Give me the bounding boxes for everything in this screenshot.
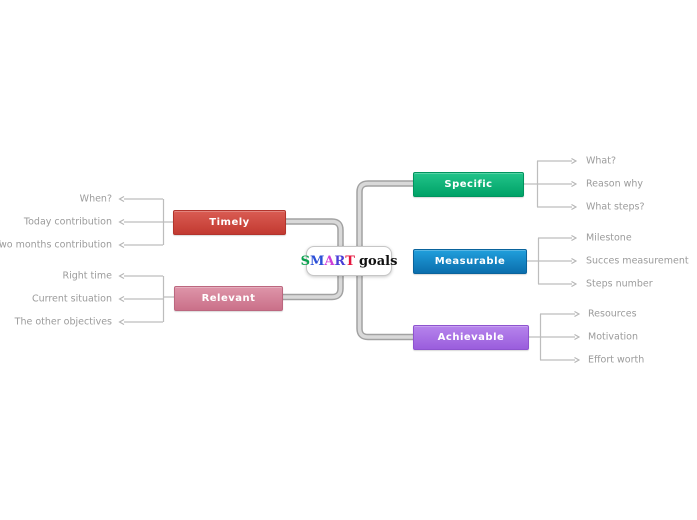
leaf-node-resources[interactable]: Resources	[588, 308, 637, 320]
smart-letter-m: M	[309, 253, 325, 269]
leaf-node-succes-measurement[interactable]: Succes measurement	[586, 255, 689, 267]
branch-node-timely[interactable]: Timely	[173, 210, 286, 235]
branch-label: Specific	[444, 179, 493, 190]
branch-label: Achievable	[437, 332, 505, 343]
branch-node-specific[interactable]: Specific	[413, 172, 524, 197]
leaf-node-right-time[interactable]: Right time	[62, 270, 113, 282]
branch-node-relevant[interactable]: Relevant	[174, 286, 283, 311]
branch-label: Timely	[209, 217, 250, 228]
leaf-node-what-steps[interactable]: What steps?	[586, 201, 645, 213]
leaf-node-two-months-contribution[interactable]: Two months contribution	[0, 239, 112, 251]
leaf-node-steps-number[interactable]: Steps number	[586, 278, 653, 290]
arrow-right-icon	[571, 235, 578, 287]
smart-letter-t: T	[345, 253, 355, 269]
arrow-right-icon	[574, 311, 581, 363]
arrow-left-icon	[118, 273, 125, 325]
connector-timely-children	[118, 196, 173, 248]
leaf-node-reason-why[interactable]: Reason why	[586, 178, 644, 190]
smart-letter-s: S	[300, 253, 310, 269]
branch-node-achievable[interactable]: Achievable	[413, 325, 529, 350]
connector-relevant-children	[118, 273, 174, 325]
smart-letter-a: A	[324, 253, 335, 269]
arrow-left-icon	[118, 196, 125, 248]
leaf-node-the-other-objectives[interactable]: The other objectives	[14, 316, 112, 328]
connector-specific-children	[522, 158, 578, 210]
leaf-node-what[interactable]: What?	[586, 155, 617, 167]
branch-label: Measurable	[434, 256, 506, 267]
leaf-node-effort-worth[interactable]: Effort worth	[588, 354, 645, 366]
arrow-right-icon	[571, 158, 578, 210]
leaf-node-motivation[interactable]: Motivation	[588, 331, 639, 343]
connector-achievable-children	[527, 311, 581, 363]
center-node-suffix: goals	[358, 253, 398, 269]
leaf-node-when[interactable]: When?	[79, 193, 112, 205]
leaf-node-current-situation[interactable]: Current situation	[31, 293, 112, 305]
branch-label: Relevant	[201, 293, 256, 304]
leaf-node-today-contribution[interactable]: Today contribution	[23, 216, 112, 228]
branch-node-measurable[interactable]: Measurable	[413, 249, 527, 274]
connector-measurable-children	[525, 235, 578, 287]
leaf-node-milestone[interactable]: Milestone	[586, 232, 632, 244]
smart-letter-r: R	[334, 253, 346, 269]
